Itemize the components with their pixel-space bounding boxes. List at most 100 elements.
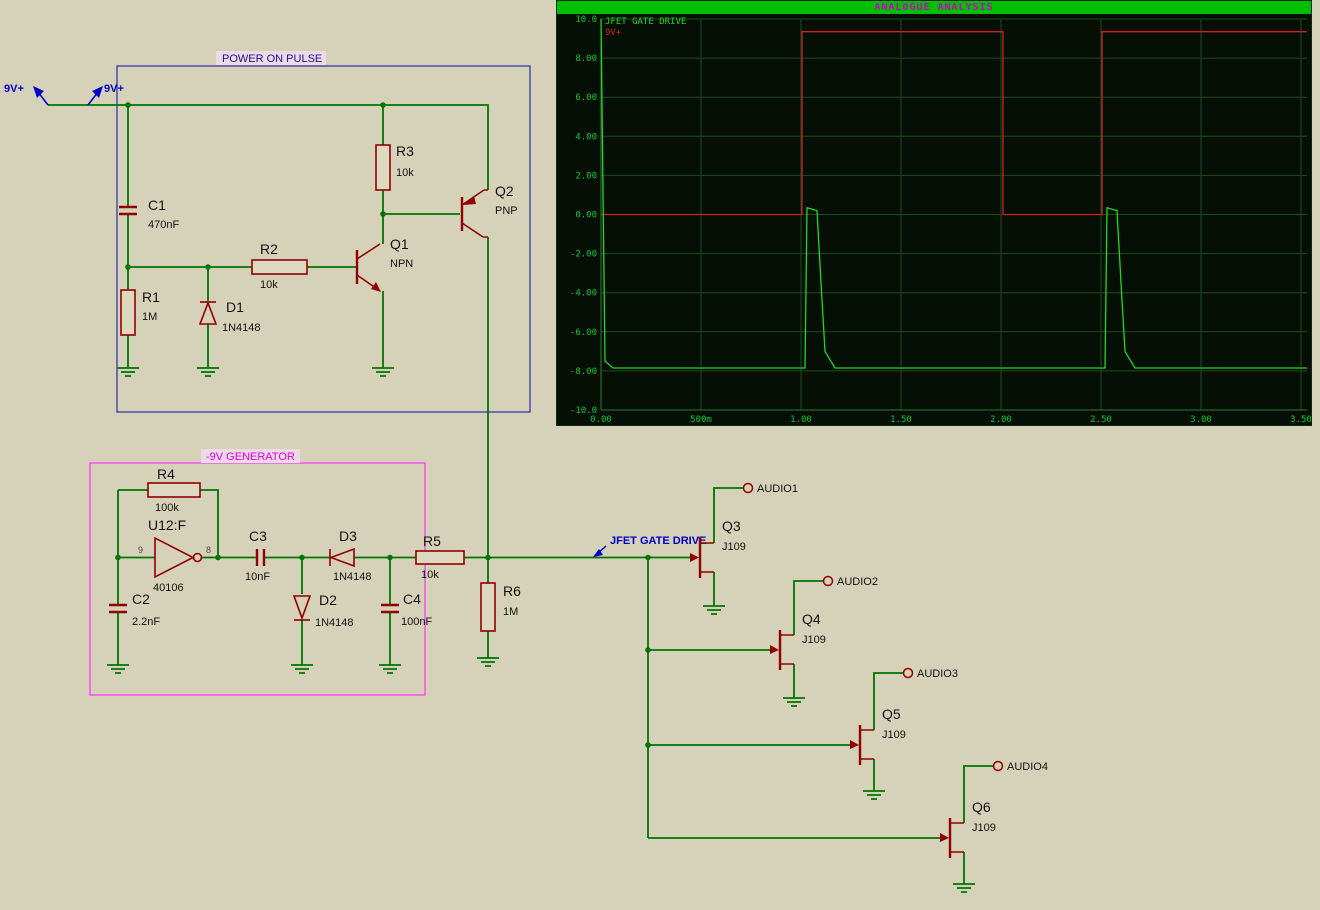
power-on-pulse-block[interactable]: POWER ON PULSE <box>116 51 531 413</box>
q1-value: NPN <box>390 258 413 270</box>
component-q6[interactable]: Q6 J109 <box>940 799 996 858</box>
junction-dots <box>115 102 651 748</box>
power-on-pulse-label: POWER ON PULSE <box>222 53 322 65</box>
component-r5[interactable]: R5 10k <box>415 533 465 581</box>
svg-text:3.50: 3.50 <box>1290 415 1311 425</box>
svg-text:8.00: 8.00 <box>575 54 597 64</box>
component-c1[interactable]: C1 470nF <box>119 197 179 231</box>
svg-text:-4.00: -4.00 <box>570 289 597 299</box>
neg9v-generator-block[interactable]: -9V GENERATOR <box>89 449 426 696</box>
component-q5[interactable]: Q5 J109 <box>850 706 906 765</box>
power-on-pulse-box[interactable] <box>116 65 531 413</box>
r3-ref: R3 <box>396 143 414 159</box>
d2-ref: D2 <box>319 592 337 608</box>
r2-value: 10k <box>260 279 278 291</box>
q2-ref: Q2 <box>495 183 514 199</box>
q3-value: J109 <box>722 541 746 553</box>
c2-ref: C2 <box>132 591 150 607</box>
power-flag-right[interactable]: 9V+ <box>87 83 124 106</box>
component-c3[interactable]: C3 10nF <box>245 528 270 583</box>
svg-text:2.50: 2.50 <box>1090 415 1112 425</box>
svg-text:4.00: 4.00 <box>575 132 597 142</box>
svg-text:0.00: 0.00 <box>590 415 612 425</box>
r3-value: 10k <box>396 167 414 179</box>
component-c2[interactable]: C2 2.2nF <box>109 591 160 628</box>
r6-ref: R6 <box>503 583 521 599</box>
c3-ref: C3 <box>249 528 267 544</box>
terminal-audio3[interactable]: AUDIO3 <box>902 667 958 680</box>
svg-text:2.00: 2.00 <box>990 415 1012 425</box>
svg-text:1.50: 1.50 <box>890 415 912 425</box>
r5-value: 10k <box>421 569 439 581</box>
q4-value: J109 <box>802 634 826 646</box>
svg-text:JFET GATE DRIVE: JFET GATE DRIVE <box>605 17 686 27</box>
component-q4[interactable]: Q4 J109 <box>770 611 826 670</box>
svg-text:9V+: 9V+ <box>605 28 622 38</box>
d3-ref: D3 <box>339 528 357 544</box>
svg-text:-2.00: -2.00 <box>570 250 597 260</box>
component-r3[interactable]: R3 10k <box>375 143 414 191</box>
u12-pin-in: 9 <box>138 545 143 555</box>
ground-symbols <box>107 367 975 893</box>
net-label-jfet-gate-drive[interactable]: JFET GATE DRIVE <box>593 535 706 557</box>
svg-text:-8.00: -8.00 <box>570 367 597 377</box>
c1-ref: C1 <box>148 197 166 213</box>
component-d3[interactable]: D3 1N4148 <box>328 528 372 583</box>
q3-ref: Q3 <box>722 518 741 534</box>
neg9v-generator-label: -9V GENERATOR <box>206 451 295 463</box>
power-flag-left-label: 9V+ <box>4 83 24 95</box>
d1-value: 1N4148 <box>222 322 261 334</box>
component-r4[interactable]: R4 100k <box>147 466 201 514</box>
audio4-label: AUDIO4 <box>1007 761 1048 773</box>
q1-ref: Q1 <box>390 236 409 252</box>
c4-value: 100nF <box>401 616 432 628</box>
r4-value: 100k <box>155 502 179 514</box>
wires[interactable] <box>48 104 994 884</box>
r5-ref: R5 <box>423 533 441 549</box>
q6-ref: Q6 <box>972 799 991 815</box>
svg-text:10.0: 10.0 <box>575 15 597 25</box>
terminal-audio2[interactable]: AUDIO2 <box>822 575 878 588</box>
component-q1[interactable]: Q1 NPN <box>355 236 413 292</box>
component-q3[interactable]: Q3 J109 <box>690 518 746 578</box>
svg-text:6.00: 6.00 <box>575 93 597 103</box>
terminal-audio1[interactable]: AUDIO1 <box>742 482 798 495</box>
d2-value: 1N4148 <box>315 617 354 629</box>
neg9v-generator-label-bg <box>201 449 300 463</box>
component-u12-inverter[interactable]: U12:F 40106 9 8 <box>138 517 211 594</box>
d3-value: 1N4148 <box>333 571 372 583</box>
terminal-audio4[interactable]: AUDIO4 <box>992 760 1048 773</box>
jfet-gate-drive-label: JFET GATE DRIVE <box>610 535 706 547</box>
component-r1[interactable]: R1 1M <box>120 289 160 336</box>
svg-text:-10.0: -10.0 <box>570 406 597 416</box>
component-d2[interactable]: D2 1N4148 <box>292 592 354 629</box>
component-q2[interactable]: Q2 PNP <box>460 183 518 238</box>
q5-value: J109 <box>882 729 906 741</box>
component-c4[interactable]: C4 100nF <box>381 591 432 628</box>
r2-ref: R2 <box>260 241 278 257</box>
power-on-pulse-label-bg <box>216 51 326 65</box>
u12-pin-out: 8 <box>206 545 211 555</box>
svg-text:500m: 500m <box>690 415 712 425</box>
audio1-label: AUDIO1 <box>757 483 798 495</box>
component-d1[interactable]: D1 1N4148 <box>198 299 261 334</box>
r6-value: 1M <box>503 606 518 618</box>
u12-value: 40106 <box>153 582 184 594</box>
audio3-label: AUDIO3 <box>917 668 958 680</box>
q2-value: PNP <box>495 205 518 217</box>
c3-value: 10nF <box>245 571 270 583</box>
audio2-label: AUDIO2 <box>837 576 878 588</box>
q5-ref: Q5 <box>882 706 901 722</box>
power-flag-right-label: 9V+ <box>104 83 124 95</box>
component-r6[interactable]: R6 1M <box>480 582 521 632</box>
power-flag-left[interactable]: 9V+ <box>4 83 49 106</box>
component-r2[interactable]: R2 10k <box>251 241 308 291</box>
svg-text:2.00: 2.00 <box>575 171 597 181</box>
c1-value: 470nF <box>148 219 179 231</box>
svg-text:3.00: 3.00 <box>1190 415 1212 425</box>
c2-value: 2.2nF <box>132 616 160 628</box>
